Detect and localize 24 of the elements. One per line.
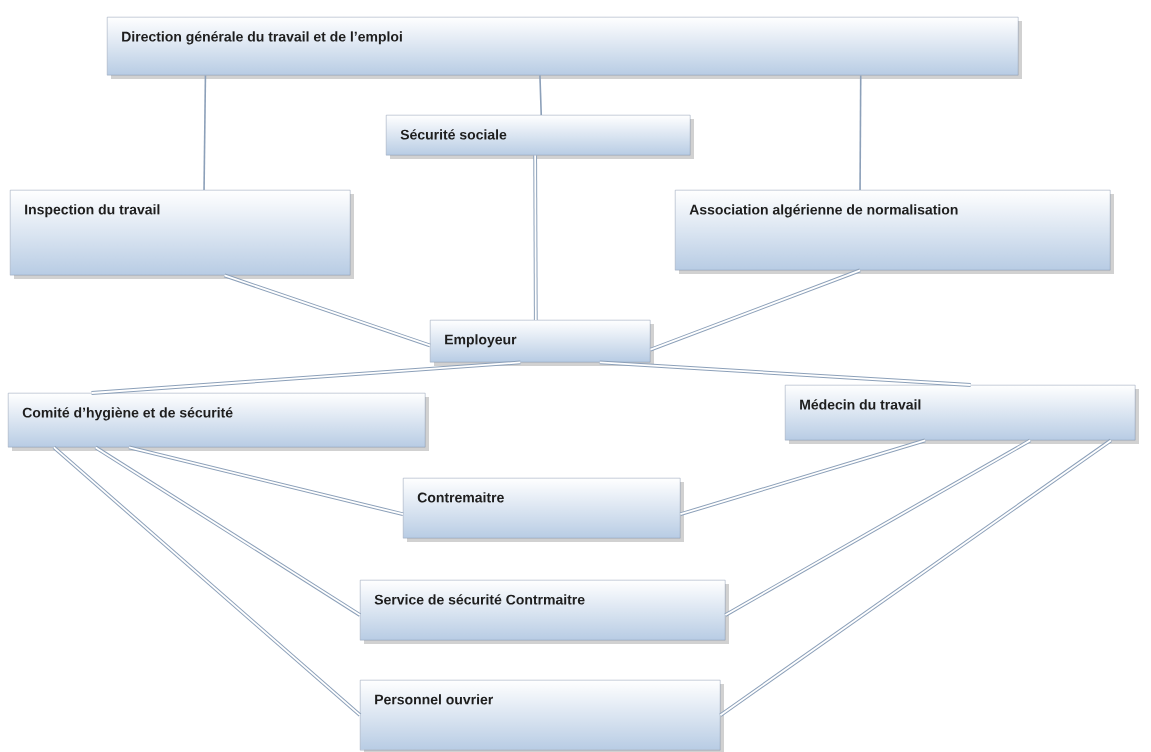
org-box: Association algérienne de normalisation bbox=[675, 190, 1111, 271]
org-box: Inspection du travail bbox=[10, 190, 351, 276]
connector-line bbox=[128, 445, 404, 517]
org-box: Contremaitre bbox=[403, 478, 681, 539]
connector-line bbox=[203, 74, 207, 191]
org-box: Employeur bbox=[430, 320, 651, 363]
connector-line bbox=[724, 438, 1032, 617]
org-box: Personnel ouvrier bbox=[360, 680, 721, 751]
connector-line bbox=[539, 74, 543, 116]
org-box: Direction générale du travail et de l’emploi bbox=[107, 17, 1019, 76]
connector-line bbox=[223, 273, 431, 348]
connector-line bbox=[90, 360, 522, 395]
connector-line bbox=[598, 360, 972, 387]
org-box: Comité d’hygiène et de sécurité bbox=[8, 393, 426, 448]
connector-line bbox=[533, 154, 538, 321]
connector-line bbox=[649, 268, 861, 352]
connector-line bbox=[52, 445, 362, 717]
connector-line bbox=[859, 74, 862, 191]
connector-line bbox=[94, 445, 362, 617]
org-box: Sécurité sociale bbox=[386, 115, 691, 156]
org-box: Service de sécurité Contrmaitre bbox=[360, 580, 726, 641]
org-box: Médecin du travail bbox=[785, 385, 1136, 441]
connector-line bbox=[679, 438, 927, 517]
connector-line bbox=[719, 438, 1112, 717]
